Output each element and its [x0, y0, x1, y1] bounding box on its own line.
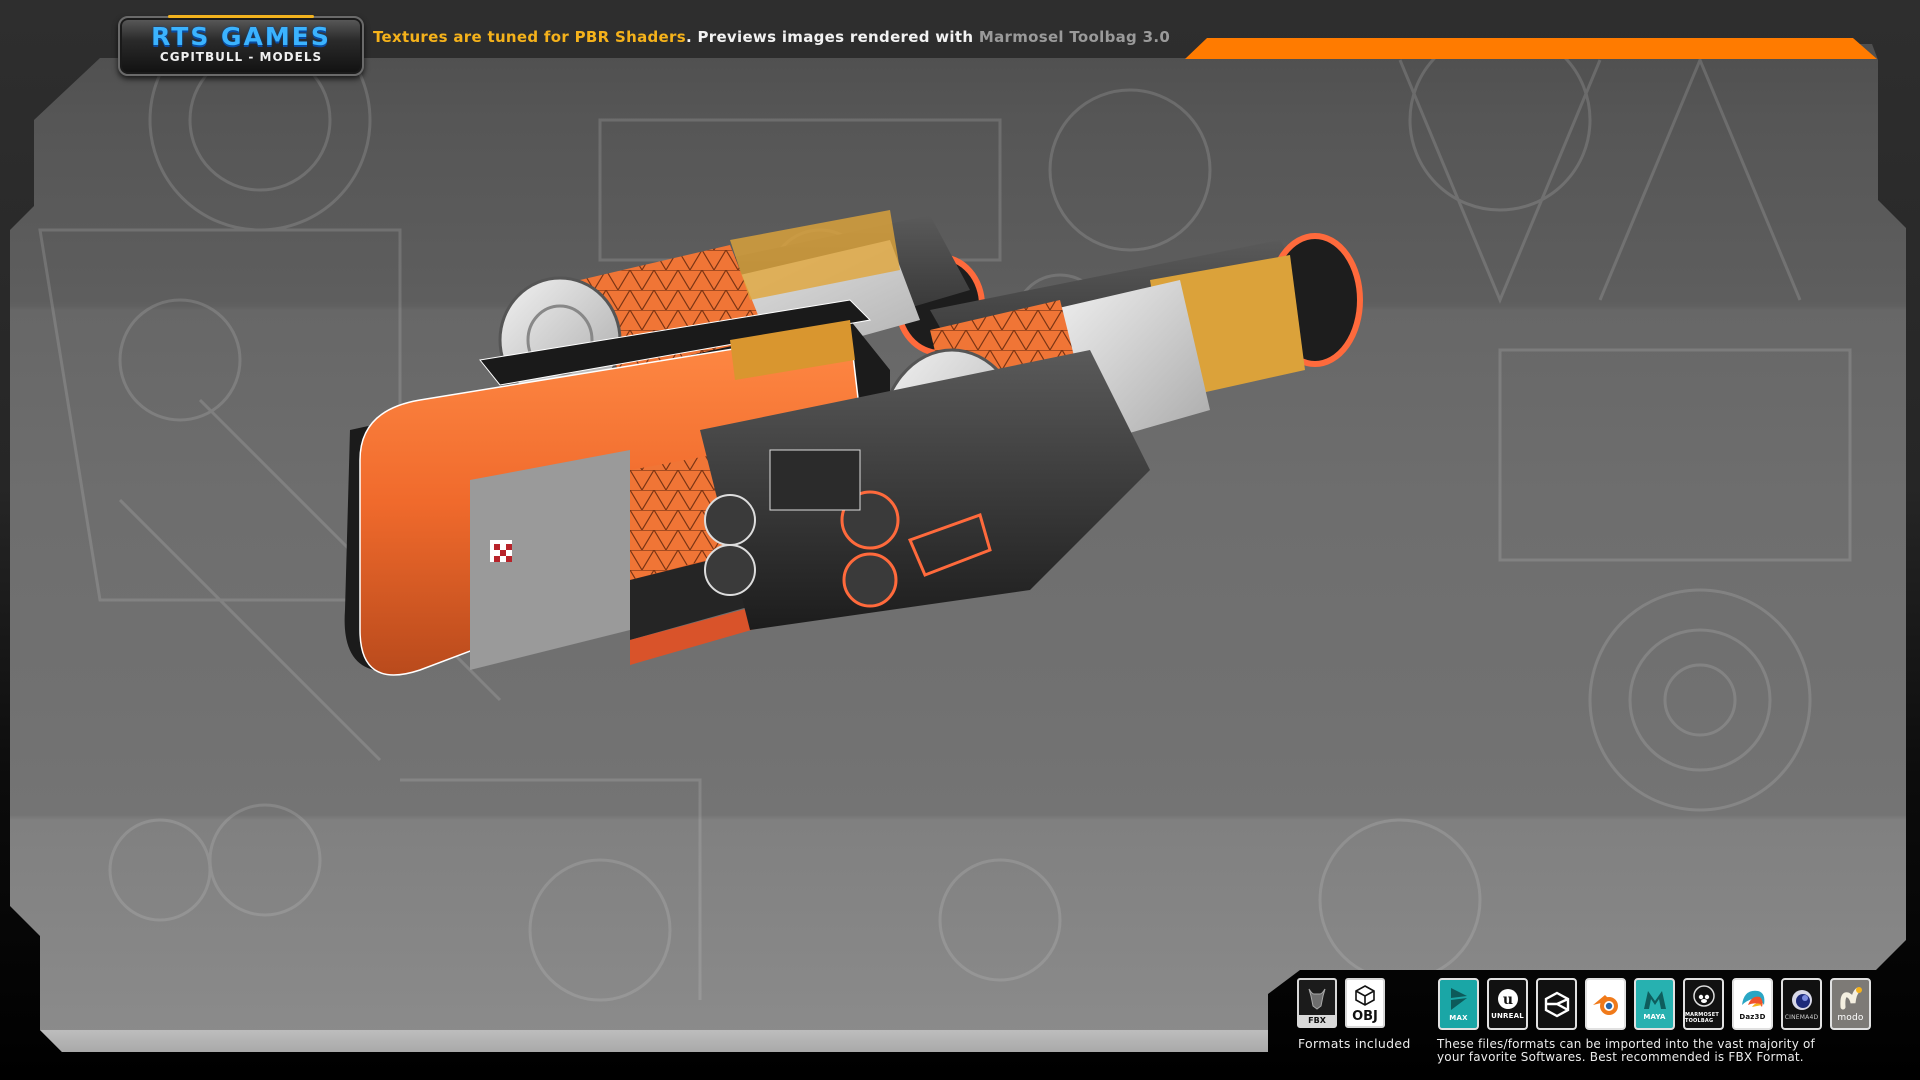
- unreal-engine-icon: u UNREAL: [1487, 978, 1528, 1030]
- formats-included-group: FBX OBJ: [1297, 978, 1385, 1028]
- obj-file-icon: OBJ: [1345, 978, 1385, 1028]
- brand-logo: RTS GAMES CGPITBULL - MODELS: [118, 15, 364, 76]
- formats-caption: Formats included: [1298, 1036, 1411, 1051]
- modo-icon: modo: [1830, 978, 1871, 1030]
- bull-head-glyph: [1306, 980, 1328, 1015]
- fbx-label: FBX: [1299, 1015, 1335, 1026]
- software-caption-line1: These files/formats can be imported into…: [1437, 1037, 1815, 1051]
- software-caption: These files/formats can be imported into…: [1437, 1038, 1877, 1064]
- cube-glyph: [1353, 980, 1377, 1009]
- obj-label: OBJ: [1352, 1009, 1378, 1024]
- header-caption: Textures are tuned for PBR Shaders. Prev…: [373, 28, 1170, 46]
- daz3d-icon: Daz3D: [1732, 978, 1773, 1030]
- header-caption-renderer: Marmosel Toolbag 3.0: [978, 28, 1171, 46]
- header-accent-bar: [1185, 38, 1877, 59]
- header-caption-body: . Previews images rendered with: [685, 28, 979, 46]
- software-caption-line2: your favorite Softwares. Best recommende…: [1437, 1050, 1804, 1064]
- fbx-file-icon: FBX: [1297, 978, 1337, 1028]
- unity-icon: [1536, 978, 1577, 1030]
- svg-text:u: u: [1502, 992, 1512, 1008]
- 3ds-max-icon: MAX: [1438, 978, 1479, 1030]
- logo-subtitle: CGPITBULL - MODELS: [159, 50, 323, 64]
- blender-icon: [1585, 978, 1626, 1030]
- marmoset-toolbag-icon: MARMOSET TOOLBAG: [1683, 978, 1724, 1030]
- software-compatibility-group: MAX u UNREAL MAYA MARMOSET TOOLBAG Daz3D…: [1438, 978, 1871, 1030]
- header-caption-highlight: Textures are tuned for PBR Shaders: [373, 28, 686, 46]
- mid-section: [700, 350, 1150, 630]
- logo-title: RTS GAMES: [151, 22, 331, 51]
- spaceship-render: [344, 210, 1363, 676]
- maya-icon: MAYA: [1634, 978, 1675, 1030]
- cinema4d-icon: CINEMA4D: [1781, 978, 1822, 1030]
